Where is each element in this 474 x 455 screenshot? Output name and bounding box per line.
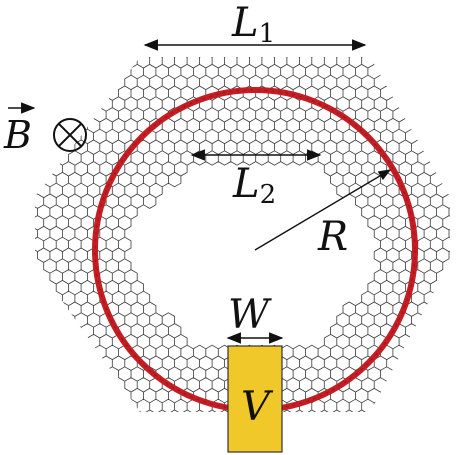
- label-l2-main: L: [232, 161, 260, 207]
- label-l2: L2: [232, 161, 276, 210]
- voltage-contact: [227, 345, 283, 453]
- label-l1-main: L: [231, 0, 259, 46]
- label-b: B: [3, 113, 32, 157]
- label-l2-sub: 2: [260, 180, 277, 210]
- label-l1-sub: 1: [259, 19, 276, 49]
- label-r: R: [317, 214, 348, 260]
- ring-texture: [94, 89, 416, 411]
- circled-cross-icon: [53, 118, 87, 152]
- label-w: W: [228, 292, 272, 338]
- label-l1: L1: [231, 0, 275, 49]
- label-v: V: [241, 384, 274, 430]
- radius-arrow: [254, 169, 392, 251]
- magnetic-field-indicator: B: [3, 102, 87, 157]
